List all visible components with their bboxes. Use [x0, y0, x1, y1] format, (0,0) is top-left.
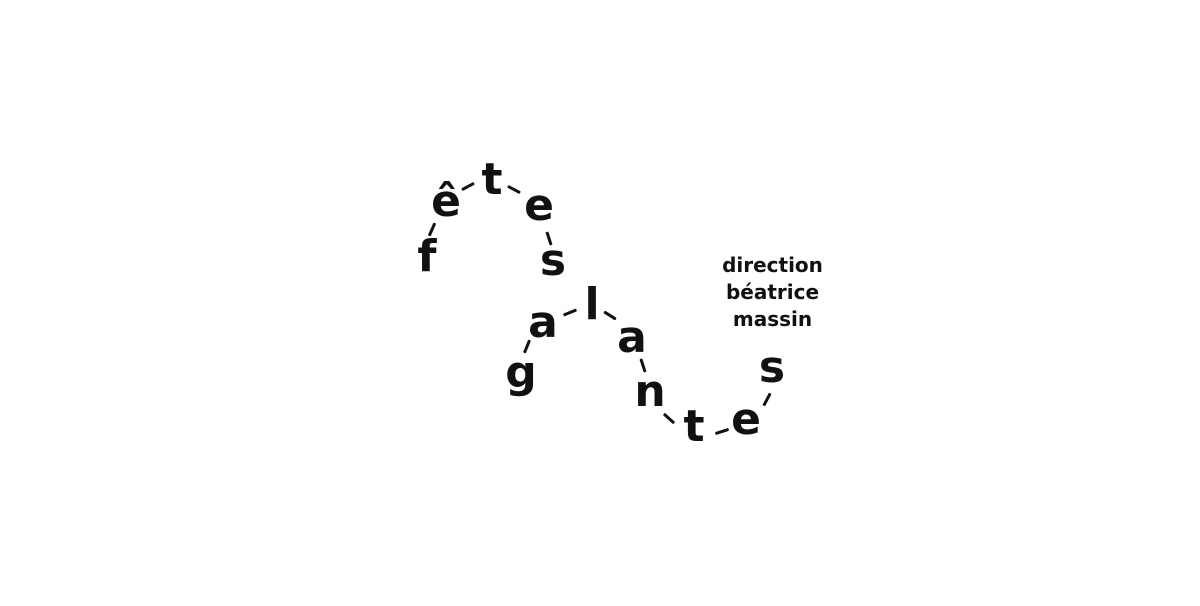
logo-letter-e-2: e — [731, 394, 761, 445]
logo-letter-a-2: a — [617, 312, 647, 363]
logo-dash — [714, 427, 730, 436]
logo-letter-e-circumflex: ê — [431, 176, 461, 227]
logo-dash — [603, 310, 617, 321]
credit-line-first-name: béatrice — [725, 280, 820, 304]
logo-letter-t: t — [481, 154, 503, 205]
logo-letter-t-2: t — [683, 401, 705, 452]
logo-letter-s-2: s — [758, 342, 786, 393]
logo-letter-g: g — [505, 347, 537, 398]
direction-credit: direction béatrice massin — [690, 252, 855, 333]
logo-letter-n: n — [634, 366, 666, 417]
logo-letter-s: s — [539, 235, 567, 286]
logo-dash — [507, 184, 521, 195]
logo-dash — [562, 308, 578, 317]
logo-dash — [762, 392, 772, 407]
credit-line-direction: direction — [722, 253, 823, 277]
logo-letter-l: l — [584, 279, 600, 330]
logo-letter-f: f — [417, 231, 437, 282]
logo-letter-a: a — [528, 297, 558, 348]
logo-dash — [461, 181, 475, 192]
logo-letter-e: e — [524, 180, 554, 231]
credit-line-last-name: massin — [732, 307, 813, 331]
logo-dash — [662, 412, 676, 425]
